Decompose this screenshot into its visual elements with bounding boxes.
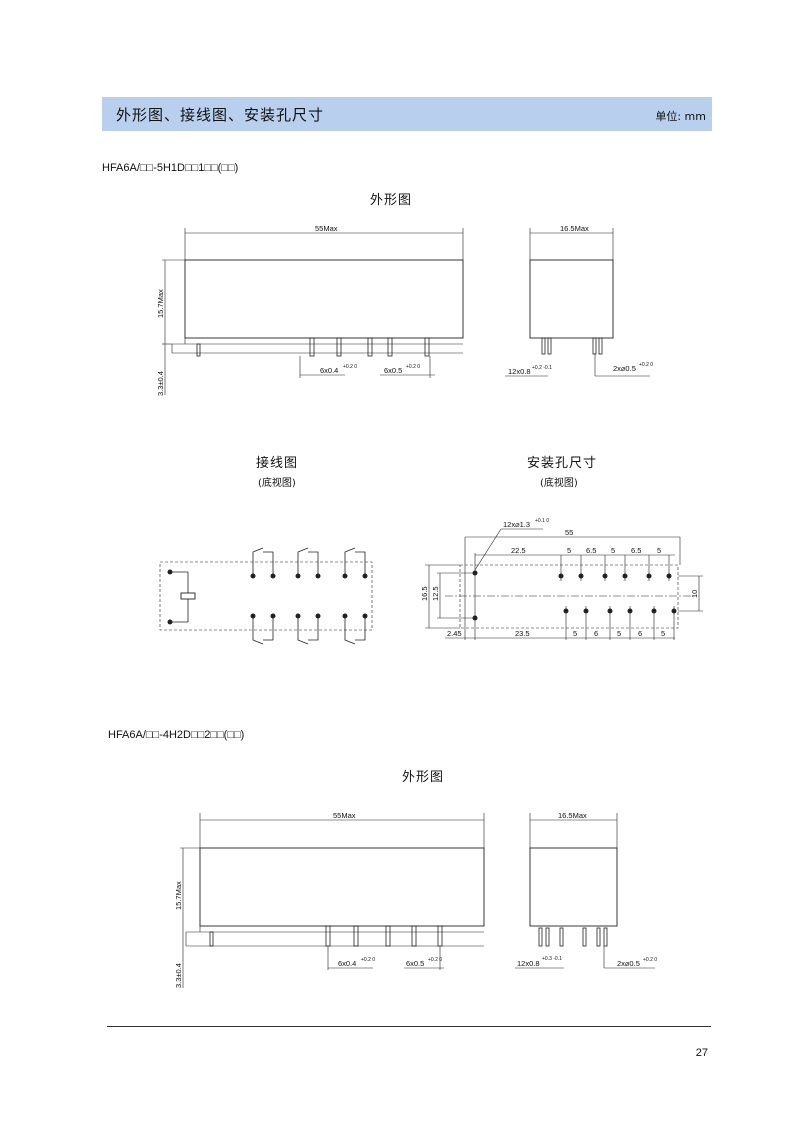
front-height-dim-1: 15.7Max bbox=[156, 289, 165, 318]
footer-divider bbox=[107, 1026, 711, 1027]
front-pinlen-dim-1: 3.3±0.4 bbox=[156, 371, 165, 396]
holes-subtitle: (底视图) bbox=[540, 478, 578, 489]
side2-pin-a-tol: +0.3 -0.1 bbox=[542, 956, 562, 962]
section-header-title: 外形图、接线图、安装孔尺寸 bbox=[116, 106, 325, 124]
bottom-dim-2: 5 bbox=[573, 629, 577, 638]
v-right-dim: 10 bbox=[690, 590, 699, 598]
hole-tol: +0.1 0 bbox=[535, 518, 549, 524]
mounting-holes-drawing: 12x⌀1.3 +0.1 0 55 22.5 5 6.5 5 6.5 5 2.4… bbox=[420, 518, 703, 640]
model-number-1: HFA6A/□□-5H1D□□1□□(□□) bbox=[102, 162, 239, 174]
bottom-dim-6: 5 bbox=[661, 629, 665, 638]
hole-spec: 12x⌀1.3 bbox=[503, 520, 530, 529]
bottom-dim-1: 23.5 bbox=[515, 629, 530, 638]
front2-pin-b-tol: +0.2 0 bbox=[428, 957, 442, 963]
top-dim-4: 6.5 bbox=[631, 546, 641, 555]
top-dim-1: 5 bbox=[567, 546, 571, 555]
outline-title-1: 外形图 bbox=[370, 193, 413, 208]
side-view-drawing-2: 16.5Max 12x0.8 +0.3 -0.1 2x⌀0.5 +0.2 0 bbox=[515, 811, 657, 969]
bottom-dim-3: 6 bbox=[594, 629, 598, 638]
front-pin-b-1: 6x0.5 bbox=[384, 366, 402, 375]
holes-title: 安装孔尺寸 bbox=[527, 456, 598, 471]
unit-label: 单位: mm bbox=[655, 110, 706, 123]
front-pin-b-tol-1: +0.2 0 bbox=[406, 364, 420, 370]
side-width-dim-1: 16.5Max bbox=[560, 224, 589, 233]
v-inner-dim: 12.5 bbox=[431, 586, 440, 601]
bottom-dim-4: 5 bbox=[617, 629, 621, 638]
front-view-drawing-2: 55Max 15.7Max 3.3±0.4 6x0.4 +0.2 0 6x0.5… bbox=[174, 811, 485, 988]
side-pin-a-tol-1: +0.2 -0.1 bbox=[532, 365, 552, 371]
overall-dim: 55 bbox=[565, 528, 573, 537]
wiring-title: 接线图 bbox=[256, 456, 299, 471]
front2-pin-b: 6x0.5 bbox=[406, 959, 424, 968]
side-pin-b-1: 2x⌀0.5 bbox=[613, 364, 636, 373]
side-pin-b-tol-1: +0.2 0 bbox=[639, 362, 653, 368]
side-view-drawing-1: 16.5Max 12x0.8 +0.2 -0.1 2x⌀0.5 +0.2 0 bbox=[505, 224, 653, 377]
front2-width-dim: 55Max bbox=[333, 811, 356, 820]
front-width-dim-1: 55Max bbox=[315, 224, 338, 233]
top-dim-5: 5 bbox=[657, 546, 661, 555]
bottom-dim-5: 6 bbox=[638, 629, 642, 638]
front2-pinlen-dim: 3.3±0.4 bbox=[174, 963, 183, 988]
front2-pin-a-tol: +0.2 0 bbox=[361, 957, 375, 963]
top-dim-3: 5 bbox=[611, 546, 615, 555]
side2-pin-b-tol: +0.2 0 bbox=[643, 957, 657, 963]
side-pin-a-1: 12x0.8 bbox=[508, 367, 531, 376]
top-dim-0: 22.5 bbox=[511, 546, 526, 555]
model-number-2: HFA6A/□□-4H2D□□2□□(□□) bbox=[108, 729, 245, 741]
front-pin-a-1: 6x0.4 bbox=[320, 366, 338, 375]
front2-height-dim: 15.7Max bbox=[174, 881, 183, 910]
top-dim-2: 6.5 bbox=[586, 546, 596, 555]
side2-width-dim: 16.5Max bbox=[558, 811, 587, 820]
wiring-subtitle: (底视图) bbox=[258, 478, 296, 489]
section-header-banner: 外形图、接线图、安装孔尺寸 单位: mm bbox=[102, 97, 712, 131]
side2-pin-b: 2x⌀0.5 bbox=[617, 959, 640, 968]
front-view-drawing-1: 55Max 15.7Max 3.3±0.4 6x0.4 +0.2 0 6x0.5… bbox=[156, 224, 464, 396]
wiring-diagram bbox=[159, 547, 373, 645]
bottom-dim-0: 2.45 bbox=[447, 629, 462, 638]
front-pin-a-tol-1: +0.2 0 bbox=[343, 364, 357, 370]
page-number: 27 bbox=[695, 1047, 708, 1059]
front2-pin-a: 6x0.4 bbox=[338, 959, 356, 968]
side2-pin-a: 12x0.8 bbox=[517, 959, 540, 968]
outline-title-2: 外形图 bbox=[402, 770, 445, 785]
v-outer-dim: 16.5 bbox=[420, 586, 429, 601]
